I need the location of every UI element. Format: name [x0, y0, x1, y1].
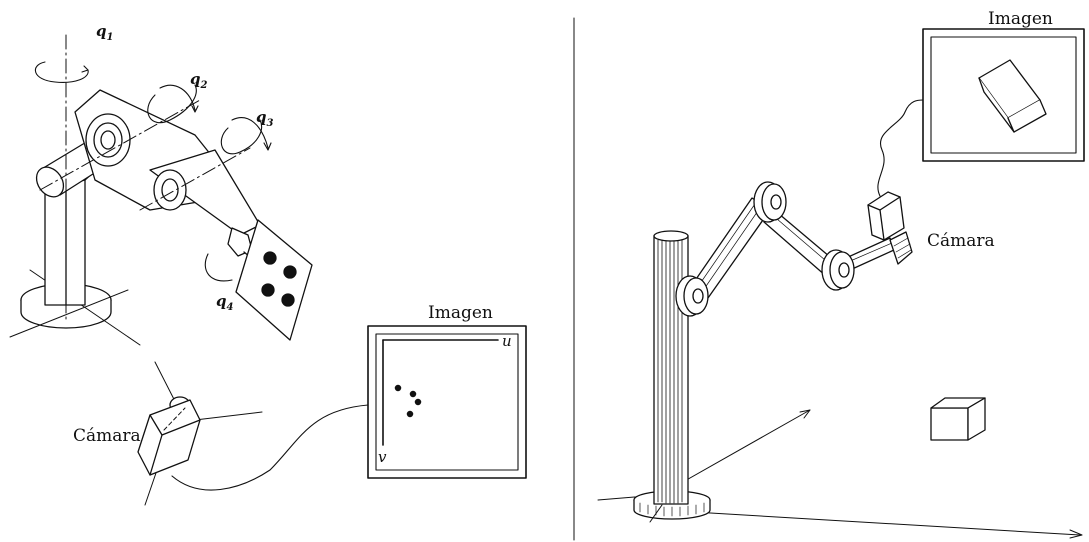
left-image-label: Imagen — [428, 303, 493, 323]
joint-label-q1: q1 — [96, 22, 113, 43]
joint-label-q2: q2 — [190, 70, 208, 91]
right-image-label: Imagen — [988, 9, 1053, 29]
right-image-panel — [923, 29, 1084, 161]
image-axis-u-label: u — [502, 332, 512, 350]
right-camera-label: Cámara — [927, 231, 995, 251]
left-camera-label: Cámara — [73, 426, 141, 446]
right-robot-column — [654, 231, 688, 504]
right-robot-links — [692, 198, 894, 298]
joint-label-q4: q4 — [216, 292, 234, 313]
right-robot-joints — [676, 182, 854, 316]
joint-label-q3: q3 — [256, 108, 274, 129]
left-robot-arm — [10, 35, 312, 345]
left-camera-cable — [172, 405, 368, 490]
left-robot-column — [45, 180, 85, 305]
right-camera-cable — [878, 100, 923, 196]
image-axis-v-label: v — [378, 448, 387, 466]
right-target-cube — [931, 398, 985, 440]
